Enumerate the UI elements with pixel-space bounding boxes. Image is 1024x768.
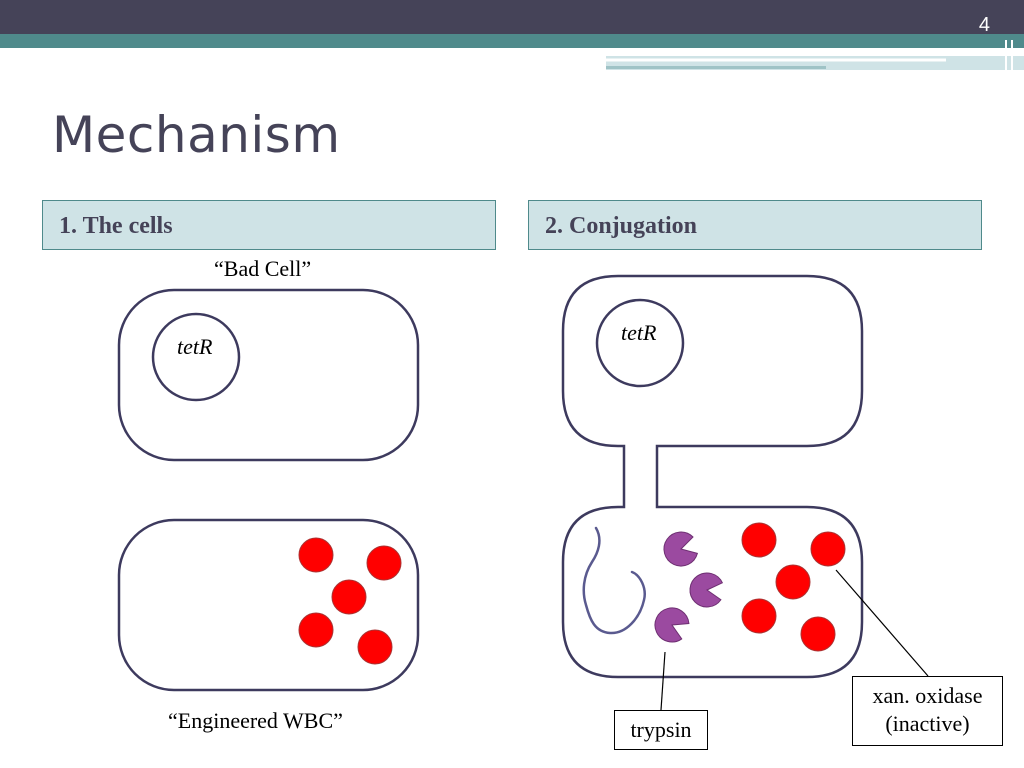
xanthine-oxidase-dot: [800, 616, 836, 652]
xanthine-oxidase-dot: [357, 629, 393, 665]
xanthine-oxidase-dot: [298, 537, 334, 573]
engineered-wbc-caption: “Engineered WBC”: [168, 708, 343, 733]
trypsin-enzyme: [663, 531, 699, 567]
xanthine-oxidase-dot: [298, 612, 334, 648]
xanthine-oxidase-dot: [331, 579, 367, 615]
engineered-wbc: [117, 518, 420, 692]
xanthine-oxidase-dot: [741, 522, 777, 558]
top-banner: [0, 0, 1024, 34]
bad-cell: [117, 288, 420, 462]
xanthine-oxidase-dot: [741, 598, 777, 634]
trypsin-enzyme: [689, 572, 724, 608]
panel-header-cells: 1. The cells: [42, 200, 496, 250]
conjugation-plasmid-label: tetR: [621, 320, 657, 345]
slide-number: 4: [978, 14, 990, 36]
conjugating-cells-outline: [561, 274, 864, 679]
xan-oxidase-leader-line: [835, 569, 929, 677]
top-accent-stripe: [0, 34, 1024, 48]
banner-accent-lines: [606, 40, 1024, 72]
slide-title: Mechanism: [52, 106, 341, 164]
xanthine-oxidase-dot: [810, 531, 846, 567]
xan-oxidase-label: xan. oxidase: [872, 683, 983, 708]
bad-cell-caption: “Bad Cell”: [214, 256, 312, 281]
trypsin-enzyme: [654, 607, 690, 643]
trypsin-callout: trypsin: [614, 710, 708, 750]
trypsin-leader-line: [660, 651, 666, 711]
panel-header-conjugation: 2. Conjugation: [528, 200, 982, 250]
bad-cell-plasmid-label: tetR: [177, 334, 213, 359]
conjugation-plasmid: [595, 298, 685, 388]
bad-cell-plasmid: [151, 312, 241, 402]
xanthine-oxidase-dot: [366, 545, 402, 581]
xan-oxidase-status: (inactive): [885, 711, 970, 736]
xanthine-oxidase-dot: [775, 564, 811, 600]
transferred-dna-strand: [582, 526, 646, 635]
xan-oxidase-callout: xan. oxidase (inactive): [852, 676, 1003, 746]
